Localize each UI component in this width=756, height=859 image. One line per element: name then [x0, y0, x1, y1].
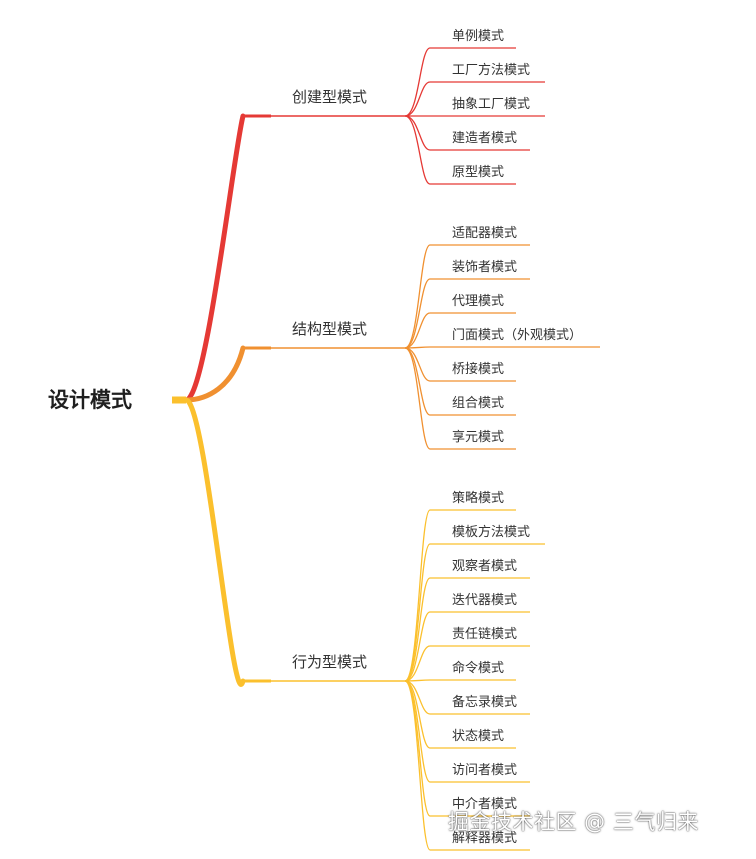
branch-connector [183, 397, 246, 687]
leaf-node[interactable]: 中介者模式 [452, 797, 517, 812]
branch-node[interactable]: 创建型模式 [292, 88, 367, 106]
leaf-connector [404, 312, 431, 349]
leaf-node[interactable]: 命令模式 [452, 660, 504, 676]
leaf-node[interactable]: 组合模式 [452, 396, 504, 411]
leaf-connector [404, 81, 431, 117]
leaf-node[interactable]: 单例模式 [452, 29, 504, 44]
leaf-connector [404, 509, 431, 682]
leaf-node[interactable]: 抽象工厂模式 [452, 97, 530, 112]
leaf-connector [404, 543, 431, 682]
leaf-node[interactable]: 建造者模式 [452, 131, 517, 146]
root-node[interactable]: 设计模式 [48, 388, 132, 412]
leaf-node[interactable]: 责任链模式 [452, 627, 517, 642]
leaf-node[interactable]: 备忘录模式 [452, 694, 517, 710]
leaf-node[interactable]: 工厂方法模式 [452, 62, 530, 78]
leaf-connector [404, 115, 431, 185]
leaf-node[interactable]: 访问者模式 [452, 763, 517, 778]
mindmap-links [183, 47, 600, 851]
leaf-node[interactable]: 观察者模式 [452, 559, 517, 574]
leaf-connector [404, 347, 431, 416]
leaf-node[interactable]: 原型模式 [452, 165, 504, 180]
leaf-connector [404, 278, 431, 349]
leaf-node[interactable]: 代理模式 [452, 294, 504, 309]
branch-connector [183, 113, 246, 403]
leaf-node[interactable]: 迭代器模式 [452, 593, 517, 608]
leaf-connector [404, 244, 431, 349]
branch-connector [183, 345, 246, 403]
branch-node[interactable]: 结构型模式 [292, 320, 367, 338]
mindmap-nodes: 设计模式 创建型模式 单例模式工厂方法模式抽象工厂模式建造者模式原型模式结构型模式… [48, 29, 582, 846]
leaf-node[interactable]: 状态模式 [452, 729, 504, 744]
leaf-node[interactable]: 解释器模式 [452, 831, 517, 846]
leaf-connector [404, 645, 431, 682]
leaf-connector [404, 577, 431, 682]
leaf-connector [404, 611, 431, 682]
leaf-node[interactable]: 模板方法模式 [452, 524, 530, 540]
watermark: 掘金技术社区 @ 三气归来 [448, 810, 699, 834]
leaf-connector [404, 47, 431, 117]
leaf-node[interactable]: 门面模式（外观模式） [452, 328, 582, 343]
leaf-connector [404, 347, 431, 450]
leaf-connector [404, 680, 431, 851]
branch-node[interactable]: 行为型模式 [292, 653, 367, 671]
leaf-node[interactable]: 策略模式 [452, 490, 504, 506]
leaf-node[interactable]: 适配器模式 [452, 226, 517, 241]
leaf-node[interactable]: 装饰者模式 [452, 260, 517, 275]
leaf-node[interactable]: 享元模式 [452, 429, 504, 445]
leaf-node[interactable]: 桥接模式 [452, 361, 504, 377]
